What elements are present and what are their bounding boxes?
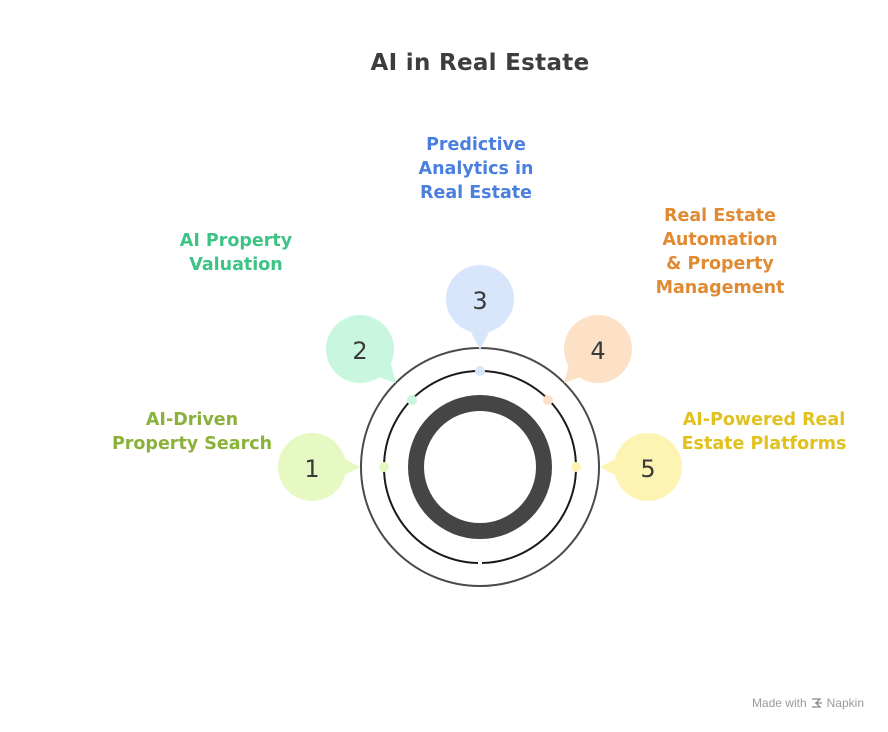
step-5-dot — [571, 462, 581, 472]
step-1-bubble: 1 — [278, 433, 360, 501]
outer-ring — [360, 347, 600, 587]
diagram-title: AI in Real Estate — [370, 50, 590, 76]
core-ring — [408, 395, 552, 539]
step-4-dot — [543, 395, 553, 405]
step-4-number: 4 — [590, 337, 605, 365]
step-4-bubble: 4 — [564, 315, 632, 383]
step-3-number: 3 — [472, 287, 487, 315]
step-5-number: 5 — [640, 455, 655, 483]
step-3-dot — [475, 366, 485, 376]
step-1-number: 1 — [304, 455, 319, 483]
step-2-bubble: 2 — [326, 315, 396, 383]
napkin-logo-icon — [811, 698, 822, 708]
credit-brand: Napkin — [826, 696, 864, 710]
step-1-label: AI-Driven Property Search — [111, 410, 273, 454]
step-1-dot — [379, 462, 389, 472]
step-3-label: Predictive Analytics in Real Estate — [418, 135, 534, 203]
step-2-number: 2 — [352, 337, 367, 365]
step-5-label: AI-Powered Real Estate Platforms — [681, 410, 847, 454]
napkin-credit: Made with Napkin — [752, 696, 864, 710]
credit-prefix: Made with — [751, 696, 807, 710]
step-5-bubble: 5 — [600, 433, 682, 501]
step-4-label: Real Estate Automation & Property Manage… — [655, 206, 785, 298]
step-3-bubble: 3 — [446, 265, 514, 350]
step-2-dot — [407, 395, 417, 405]
step-2-label: AI Property Valuation — [179, 231, 293, 275]
